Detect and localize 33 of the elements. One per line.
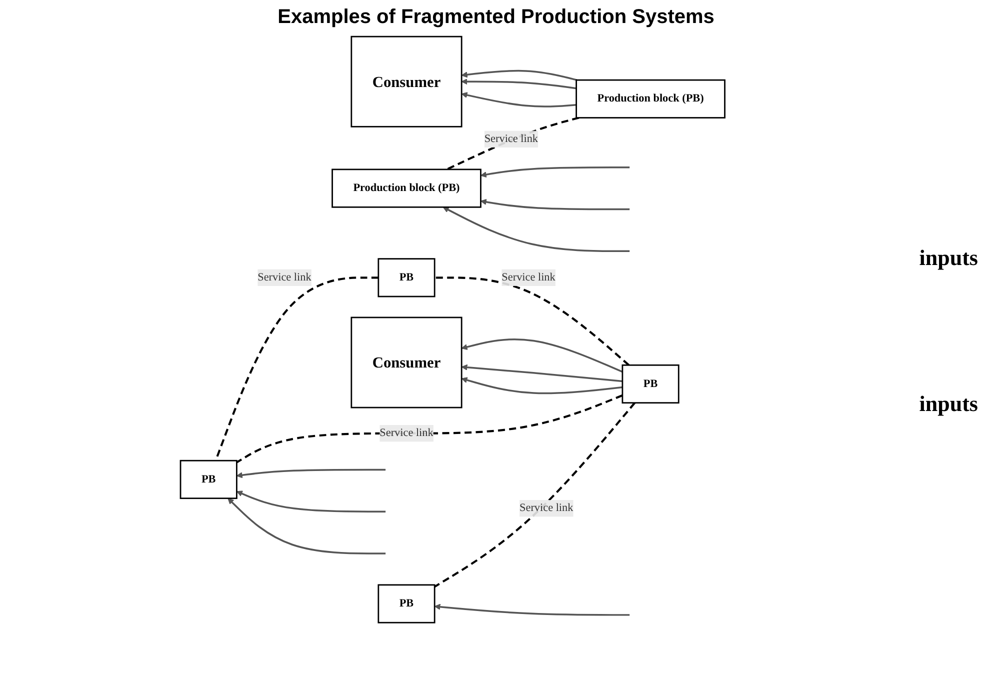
connector bbox=[434, 402, 636, 588]
arrow bbox=[434, 604, 630, 616]
arrow bbox=[236, 468, 386, 478]
arrow bbox=[228, 498, 386, 554]
inputs-label: inputs bbox=[919, 391, 978, 417]
node-box: PB bbox=[622, 364, 680, 404]
arrow bbox=[442, 206, 630, 252]
edge-label: Service link bbox=[520, 502, 574, 514]
node-box: PB bbox=[378, 258, 436, 298]
diagram-title: Examples of Fragmented Production Systems bbox=[276, 6, 716, 29]
node-box: PB bbox=[180, 460, 238, 500]
node-box: Production block (PB) bbox=[576, 79, 726, 118]
node-box: Production block (PB) bbox=[332, 168, 482, 208]
edge-label: Service link bbox=[258, 271, 312, 284]
arrow bbox=[461, 92, 576, 108]
arrow bbox=[461, 78, 576, 90]
arrow bbox=[461, 377, 623, 394]
connector bbox=[236, 394, 623, 464]
arrow bbox=[461, 338, 623, 373]
edge-label: Service link bbox=[484, 132, 538, 145]
edge-label: Service link bbox=[502, 271, 556, 284]
node-box: PB bbox=[378, 584, 436, 624]
connector bbox=[434, 276, 630, 366]
arrow bbox=[461, 70, 578, 81]
arrow bbox=[480, 166, 630, 178]
connector bbox=[446, 116, 580, 170]
arrow bbox=[480, 198, 630, 210]
node-box: Consumer bbox=[350, 36, 462, 128]
node-box: Consumer bbox=[350, 316, 462, 408]
edge-label: Service link bbox=[380, 427, 434, 439]
arrow bbox=[461, 364, 623, 382]
arrow bbox=[236, 490, 386, 512]
inputs-label: inputs bbox=[919, 245, 978, 271]
